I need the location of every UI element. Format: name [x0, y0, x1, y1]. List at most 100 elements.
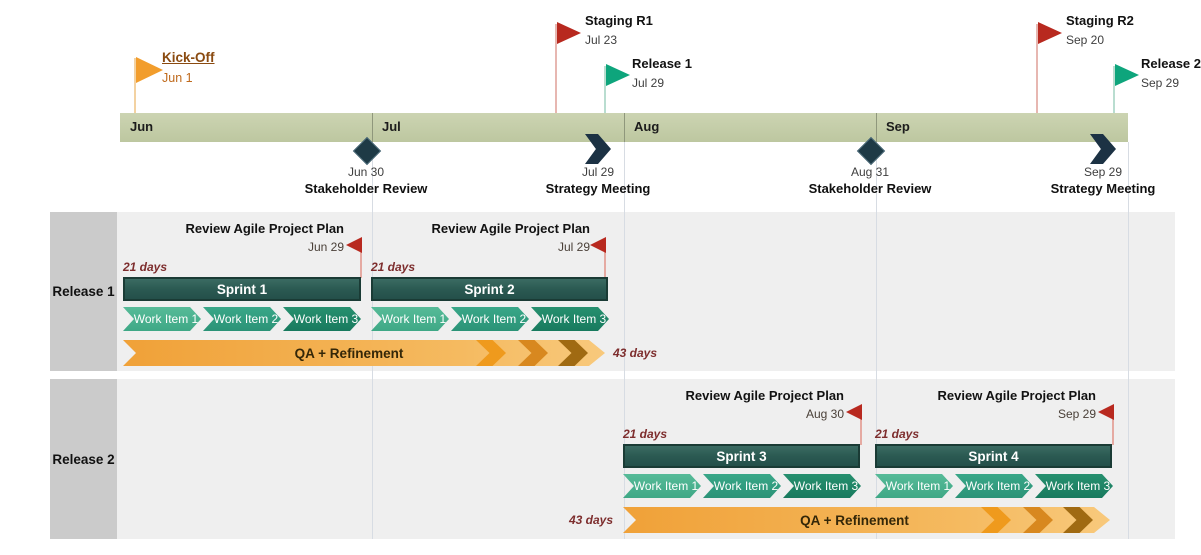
- work-item-chevron[interactable]: Work Item 3: [1035, 474, 1113, 498]
- band-milestone-date: Jul 29: [581, 165, 615, 179]
- review-date: Jun 29: [307, 240, 344, 254]
- month-tick-jul: [372, 113, 373, 142]
- review-date: Jul 29: [557, 240, 590, 254]
- release-2-flag-pole: [1113, 66, 1115, 113]
- review-title: Review Agile Project Plan: [685, 388, 844, 403]
- month-label-jul: Jul: [382, 119, 401, 134]
- release-1-date: Jul 29: [632, 76, 665, 90]
- release-1-title: Release 1: [632, 56, 692, 71]
- work-item-chevron[interactable]: Work Item 2: [703, 474, 781, 498]
- qa-accent-chevron-icon: [476, 340, 506, 366]
- qa-refinement-ribbon[interactable]: QA + Refinement: [123, 340, 605, 366]
- release-2-date: Sep 29: [1141, 76, 1180, 90]
- month-tick-aug: [624, 113, 625, 142]
- staging-r1-flag-pole: [555, 24, 557, 113]
- band-milestone-name: Stakeholder Review: [808, 181, 932, 196]
- work-item-chevron[interactable]: Work Item 3: [783, 474, 861, 498]
- review-date: Aug 30: [805, 407, 844, 421]
- work-item-chevron[interactable]: Work Item 1: [875, 474, 953, 498]
- sprint-duration: 21 days: [371, 260, 416, 274]
- review-title: Review Agile Project Plan: [185, 221, 344, 236]
- work-item-chevron[interactable]: Work Item 1: [371, 307, 449, 331]
- release-1-lane-label: Release 1: [52, 284, 115, 299]
- work-item-label: Work Item 1: [381, 312, 447, 326]
- band-milestone-name: Strategy Meeting: [545, 181, 651, 196]
- kickoff-title: Kick-Off: [162, 50, 215, 65]
- qa-refinement-ribbon[interactable]: QA + Refinement: [623, 507, 1110, 533]
- qa-accent-chevron-icon: [981, 507, 1011, 533]
- staging-r1-date: Jul 23: [585, 33, 618, 47]
- review-title: Review Agile Project Plan: [937, 388, 1096, 403]
- work-item-chevron[interactable]: Work Item 2: [203, 307, 281, 331]
- sprint-bar[interactable]: Sprint 3: [623, 444, 860, 468]
- gridline-aug: [624, 142, 625, 539]
- kickoff-date: Jun 1: [162, 71, 193, 85]
- sprint-duration: 21 days: [875, 427, 920, 441]
- release-2-title: Release 2: [1141, 56, 1201, 71]
- sprint-bar-label: Sprint 4: [968, 448, 1019, 464]
- qa-accent-chevron-icon: [1023, 507, 1053, 533]
- staging-r2-flag-pole: [1036, 24, 1038, 113]
- timeline-month-band: Jun Jul Aug Sep: [120, 113, 1128, 142]
- band-milestone-name: Stakeholder Review: [304, 181, 428, 196]
- staging-r2-flag-icon[interactable]: [1038, 22, 1062, 44]
- band-milestone-name: Strategy Meeting: [1050, 181, 1156, 196]
- work-item-chevron[interactable]: Work Item 2: [955, 474, 1033, 498]
- work-item-chevron[interactable]: Work Item 3: [531, 307, 609, 331]
- staging-r1-flag-icon[interactable]: [557, 22, 581, 44]
- work-item-label: Work Item 2: [965, 479, 1031, 493]
- month-label-sep: Sep: [886, 119, 910, 134]
- release-2-flag-icon[interactable]: [1115, 64, 1139, 86]
- kickoff-flag-icon[interactable]: [136, 57, 163, 83]
- qa-accent-chevron-icon: [1063, 507, 1093, 533]
- band-milestone-date: Aug 31: [850, 165, 890, 179]
- qa-accent-chevron-icon: [558, 340, 588, 366]
- review-flag-pole: [860, 406, 862, 445]
- staging-r2-title: Staging R2: [1066, 13, 1134, 28]
- work-item-chevron[interactable]: Work Item 1: [123, 307, 201, 331]
- qa-ribbon-label: QA + Refinement: [294, 345, 404, 361]
- review-flag-pole: [1112, 406, 1114, 445]
- release-1-lane-label-box: Release 1: [50, 212, 117, 371]
- sprint-duration: 21 days: [623, 427, 668, 441]
- work-item-chevron[interactable]: Work Item 1: [623, 474, 701, 498]
- month-label-jun: Jun: [130, 119, 154, 134]
- staging-r2-date: Sep 20: [1066, 33, 1105, 47]
- work-item-label: Work Item 1: [133, 312, 199, 326]
- release-2-lane-label-box: Release 2: [50, 379, 117, 539]
- sprint-bar[interactable]: Sprint 2: [371, 277, 608, 301]
- work-item-chevron[interactable]: Work Item 2: [451, 307, 529, 331]
- qa-ribbon-label: QA + Refinement: [800, 512, 909, 528]
- sprint-bar[interactable]: Sprint 4: [875, 444, 1112, 468]
- release-1-flag-icon[interactable]: [606, 64, 630, 86]
- work-item-label: Work Item 2: [713, 479, 779, 493]
- band-milestone-date: Sep 29: [1083, 165, 1123, 179]
- sprint-bar[interactable]: Sprint 1: [123, 277, 361, 301]
- review-date: Sep 29: [1057, 407, 1096, 421]
- review-flag-pole: [604, 239, 606, 278]
- sprint-bar-label: Sprint 1: [216, 281, 268, 297]
- review-title: Review Agile Project Plan: [431, 221, 590, 236]
- work-item-label: Work Item 2: [461, 312, 527, 326]
- release-1-flag-pole: [604, 66, 606, 113]
- gridline-sep: [876, 142, 877, 539]
- work-item-label: Work Item 2: [213, 312, 279, 326]
- qa-duration: 43 days: [613, 346, 658, 360]
- work-item-label: Work Item 3: [293, 312, 359, 326]
- kickoff-flag-pole: [134, 58, 136, 113]
- sprint-bar-label: Sprint 2: [464, 281, 515, 297]
- qa-accent-chevron-icon: [518, 340, 548, 366]
- band-milestone-date: Jun 30: [347, 165, 385, 179]
- release-2-lane-label: Release 2: [52, 451, 115, 467]
- sprint-bar-label: Sprint 3: [716, 448, 767, 464]
- work-item-label: Work Item 3: [1045, 479, 1111, 493]
- staging-r1-title: Staging R1: [585, 13, 653, 28]
- work-item-chevron[interactable]: Work Item 3: [283, 307, 361, 331]
- month-label-aug: Aug: [634, 119, 660, 134]
- gridline-sep-end: [1128, 142, 1129, 539]
- sprint-duration: 21 days: [123, 260, 168, 274]
- work-item-label: Work Item 3: [541, 312, 607, 326]
- work-item-label: Work Item 1: [885, 479, 951, 493]
- review-flag-pole: [360, 239, 362, 278]
